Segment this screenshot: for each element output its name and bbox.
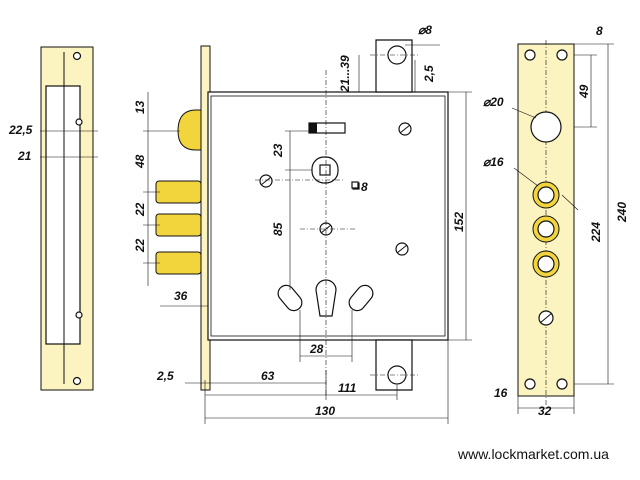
front-dimensions [143, 44, 472, 424]
dim-22-5: 22,5 [8, 123, 33, 137]
dim-16: 16 [494, 386, 508, 400]
dim-23: 23 [271, 143, 285, 158]
keyhole-lug-left [277, 284, 303, 312]
latch-bolt [177, 109, 202, 151]
front-view [155, 39, 449, 395]
dim-22-a: 22 [133, 202, 147, 217]
side-view [40, 46, 98, 391]
dim-2-5-top: 2,5 [422, 65, 436, 83]
dead-bolt-2 [155, 213, 202, 237]
side-body [45, 85, 81, 345]
latch-hole [530, 111, 562, 143]
leader-dia16 [513, 167, 539, 187]
dim-13: 13 [133, 100, 147, 114]
dim-21-39: 21...39 [338, 55, 352, 93]
faceplate-view [511, 40, 614, 414]
dim-130: 130 [315, 404, 335, 418]
dim-22-b: 22 [133, 238, 147, 253]
faceplate-screw [524, 378, 536, 390]
dim-dia8-top: ⌀8 [418, 23, 432, 37]
website-url: www.lockmarket.com.ua [458, 446, 609, 462]
dim-2-5-bottom: 2,5 [156, 369, 174, 383]
dim-dia16: ⌀16 [483, 155, 504, 169]
dim-36: 36 [174, 289, 188, 303]
dim-sq-8: 8 [361, 180, 368, 194]
small-square-icon [351, 181, 359, 189]
leader-dia20 [511, 107, 537, 119]
screws [259, 122, 412, 256]
faceplate-screw [524, 49, 536, 61]
faceplate-screw [556, 49, 568, 61]
dim-49: 49 [577, 84, 591, 99]
dim-21: 21 [17, 149, 32, 163]
side-screw [72, 376, 82, 386]
spindle-square [319, 164, 331, 176]
side-screw [75, 118, 83, 126]
dead-bolt-1 [155, 180, 202, 204]
dimension-labels: ⌀8 21...39 2,5 13 22,5 21 48 23 8 22 22 … [8, 23, 629, 418]
dim-111: 111 [338, 381, 357, 395]
dim-152: 152 [452, 212, 466, 232]
side-screw [72, 51, 82, 61]
latch-slot-mark [309, 123, 317, 133]
faceplate-screw [556, 378, 568, 390]
dim-dia20: ⌀20 [483, 95, 504, 109]
side-screw [75, 311, 83, 319]
dim-32: 32 [538, 404, 552, 418]
dim-240: 240 [615, 202, 629, 223]
dead-bolt-3 [155, 251, 202, 275]
dim-63: 63 [261, 369, 275, 383]
lock-case-inner [210, 95, 446, 337]
dim-224: 224 [589, 222, 603, 243]
dim-28: 28 [309, 342, 324, 356]
dim-85: 85 [271, 222, 285, 236]
dim-48: 48 [133, 154, 147, 169]
dim-8-right: 8 [596, 24, 603, 38]
keyhole-lug-right [348, 284, 374, 312]
